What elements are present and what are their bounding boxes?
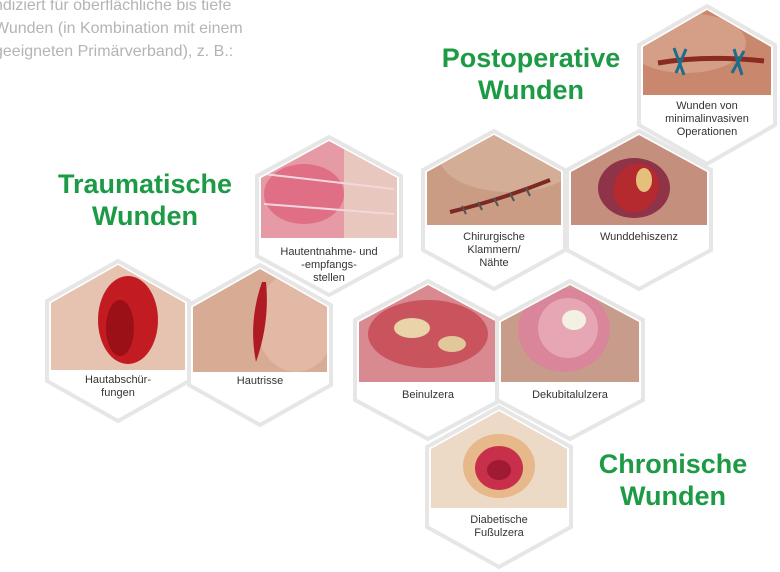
tile-shape — [353, 278, 503, 442]
wound-dehiscence-photo — [571, 135, 707, 285]
tile-shape — [637, 3, 777, 167]
intro-line: ndiziert für oberflächliche bis tiefe — [0, 0, 232, 14]
skin-tear-photo — [193, 269, 327, 421]
tile-staples: Chirurgische Klammern/ Nähte — [420, 128, 568, 292]
tile-caption: Beinulzera — [402, 389, 454, 401]
heading-traumatic: Traumatische Wunden — [57, 169, 233, 231]
tile-shape — [565, 128, 713, 292]
tile-shape — [187, 262, 333, 428]
tile-caption: Diabetische Fußulzera — [470, 514, 528, 539]
tile-skin-graft: Hautentnahme- und -empfangs- stellen — [254, 134, 404, 298]
tile-abrasion: Hautabschür- fungen — [44, 258, 192, 424]
tile-caption: Hautabschür- fungen — [84, 374, 152, 399]
intro-line: geeigneten Primärverband), z. B.: — [0, 43, 234, 60]
intro-line: Wunden (in Kombination mit einem — [0, 20, 243, 37]
tile-caption: Dekubitalulzera — [532, 389, 608, 401]
tile-dehiscence: Wunddehiszenz — [564, 128, 714, 292]
tile-shape — [421, 128, 567, 292]
tile-diabetic-foot: Diabetische Fußulzera — [424, 404, 574, 570]
diabetic-foot-ulcer-photo — [431, 411, 567, 563]
heading-chronic: Chronische Wunden — [598, 449, 748, 511]
tile-shape — [255, 134, 403, 298]
tile-caption: Hautrisse — [236, 375, 284, 387]
tile-caption: Wunden von minimalinvasiven Operationen — [665, 100, 749, 138]
tile-minimalinvasive: Wunden von minimalinvasiven Operationen — [636, 3, 778, 167]
tile-shape — [425, 404, 573, 570]
tile-shape — [45, 258, 191, 424]
heading-postoperative: Postoperative Wunden — [441, 43, 621, 105]
tile-caption: Hautentnahme- und -empfangs- stellen — [280, 246, 378, 284]
tile-laceration: Hautrisse — [186, 262, 334, 428]
tile-caption: Chirurgische Klammern/ Nähte — [463, 231, 525, 269]
tile-caption: Wunddehiszenz — [599, 231, 679, 243]
tile-leg-ulcer: Beinulzera — [352, 278, 504, 442]
intro-text: ndiziert für oberflächliche bis tiefe Wu… — [0, 0, 324, 63]
